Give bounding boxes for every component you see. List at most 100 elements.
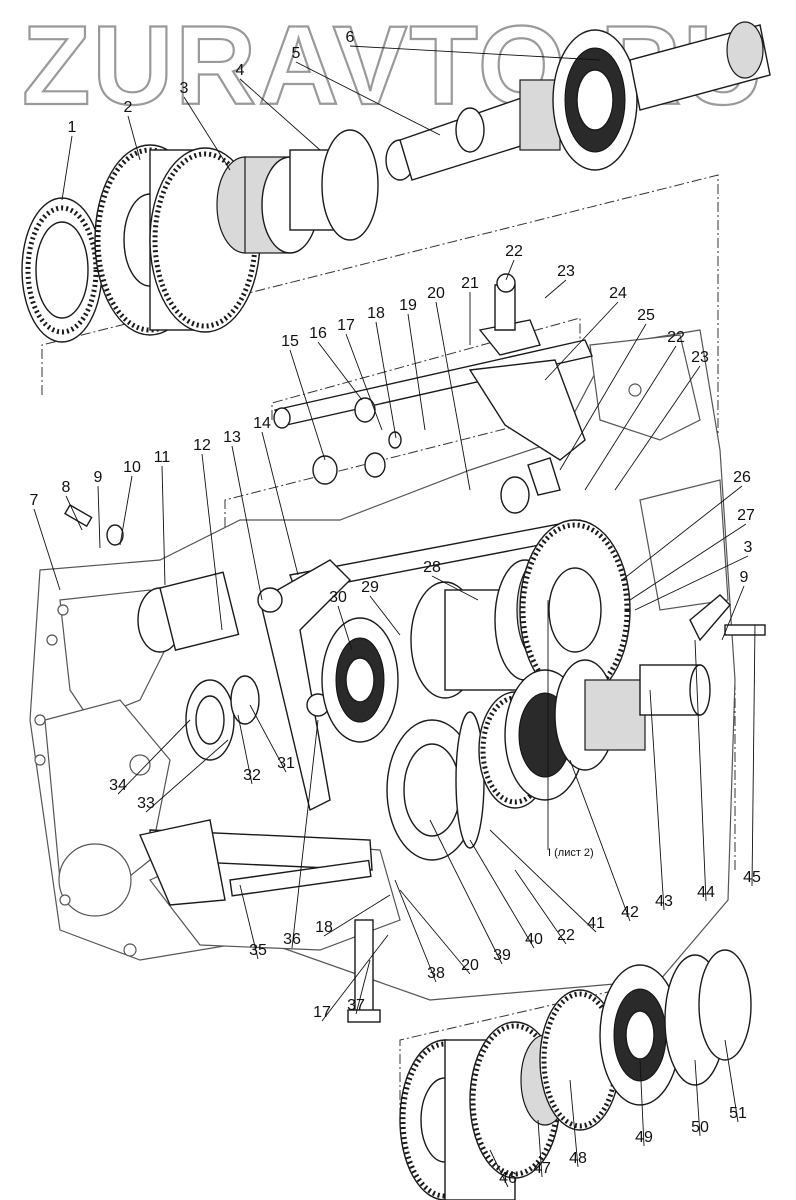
callout-label-51: 51	[729, 1105, 747, 1122]
callout-leader-46	[489, 1149, 509, 1188]
callout-leader-22	[514, 869, 567, 945]
callout-label-34: 34	[109, 777, 127, 794]
callout-label-6: 6	[346, 29, 355, 46]
callout-leader-8	[65, 495, 83, 531]
callout-label-22: 22	[557, 927, 575, 944]
callout-label-30: 30	[329, 589, 347, 606]
callout-leader-20	[435, 301, 471, 491]
callout-label-13: 13	[223, 429, 241, 446]
callout-label-26: 26	[733, 469, 751, 486]
callout-label-27: 27	[737, 507, 755, 524]
callout-label-47: 47	[533, 1160, 551, 1177]
callout-label-36: 36	[283, 931, 301, 948]
callout-leader-38	[394, 879, 437, 983]
callout-leader-20	[399, 889, 471, 975]
callout-label-22: 22	[667, 329, 685, 346]
callout-label-25: 25	[637, 307, 655, 324]
callout-leader-44	[694, 639, 707, 902]
countershaft-assembly	[64, 504, 766, 861]
callout-leader-25	[559, 323, 647, 471]
callout-label-16: 16	[309, 325, 327, 342]
callout-label-21: 21	[461, 275, 479, 292]
callout-label-33: 33	[137, 795, 155, 812]
callout-label-28: 28	[423, 559, 441, 576]
callout-leader-43	[649, 689, 665, 911]
callout-leader-4	[239, 78, 321, 151]
shift-mechanism	[139, 273, 593, 1023]
callout-leader-50	[694, 1059, 701, 1137]
callout-label-18: 18	[367, 305, 385, 322]
callout-label-12: 12	[193, 437, 211, 454]
callout-label-17: 17	[337, 317, 355, 334]
callout-leader-45	[751, 624, 756, 887]
callout-leader-37	[355, 959, 371, 1015]
callout-leader-29	[369, 595, 401, 636]
callout-leader-12	[201, 453, 223, 631]
callout-label-32: 32	[243, 767, 261, 784]
callout-label-17: 17	[313, 1004, 331, 1021]
callout-leader-32	[237, 714, 253, 785]
callout-label-31: 31	[277, 755, 295, 772]
callout-leader-36	[291, 719, 319, 949]
callout-label-14: 14	[253, 415, 271, 432]
callout-leader-5	[295, 61, 441, 136]
callout-label-9: 9	[740, 569, 749, 586]
callout-label-29: 29	[361, 579, 379, 596]
callout-leader-31	[249, 704, 287, 773]
callout-leader-49	[639, 1059, 645, 1147]
callout-leader-48	[569, 1079, 579, 1168]
callout-label-50: 50	[691, 1119, 709, 1136]
input-shaft-assembly	[21, 21, 771, 343]
callout-leader-1	[61, 135, 73, 201]
callout-label-5: 5	[292, 45, 301, 62]
callout-label-49: 49	[635, 1129, 653, 1146]
callout-leader-26	[621, 485, 743, 581]
callout-leader-27	[629, 523, 747, 601]
callout-leader-15	[289, 349, 326, 461]
callout-leader-28	[431, 575, 479, 601]
callout-leader-7	[33, 508, 61, 591]
callout-label-23: 23	[557, 263, 575, 280]
callout-leader-17	[321, 934, 389, 1022]
callout-label-9: 9	[94, 469, 103, 486]
callout-leader-2	[127, 115, 141, 161]
callout-label-19: 19	[399, 297, 417, 314]
callout-label-4: 4	[236, 62, 245, 79]
callout-leader-3	[634, 555, 749, 611]
callout-leader-34	[117, 719, 191, 795]
callout-label-43: 43	[655, 893, 673, 910]
callout-label-8: 8	[62, 479, 71, 496]
callout-label-45: 45	[743, 869, 761, 886]
callout-label-11: 11	[154, 449, 171, 466]
callout-label-18: 18	[315, 919, 333, 936]
callout-leader-11	[161, 465, 166, 586]
callout-leader-9	[97, 485, 101, 549]
callout-label-3: 3	[180, 80, 189, 97]
callout-leader-23	[544, 279, 567, 299]
callout-leader-33	[145, 739, 229, 813]
callout-leader-24	[544, 301, 619, 381]
callout-label-20: 20	[427, 285, 445, 302]
callout-leader-16	[317, 341, 363, 401]
callout-leader-51	[724, 1039, 739, 1123]
callout-label-7: 7	[30, 492, 39, 509]
lower-gear-cluster	[399, 949, 752, 1200]
callout-leader-14	[261, 431, 299, 576]
callout-leader-22	[505, 259, 515, 281]
callout-leader-19	[407, 313, 426, 431]
callout-leader-40	[469, 839, 535, 949]
callout-label-15: 15	[281, 333, 299, 350]
callout-label-39: 39	[493, 947, 511, 964]
callout-leader-30	[337, 605, 353, 651]
callout-leader-18	[323, 894, 391, 937]
callout-label-40: 40	[525, 931, 543, 948]
callout-leader-22	[584, 345, 677, 491]
callout-label-20: 20	[461, 957, 479, 974]
callout-leader-3	[183, 96, 231, 171]
callout-leader-17	[345, 333, 383, 431]
callout-label-35: 35	[249, 942, 267, 959]
sheet-reference: I (лист 2)	[547, 600, 594, 859]
